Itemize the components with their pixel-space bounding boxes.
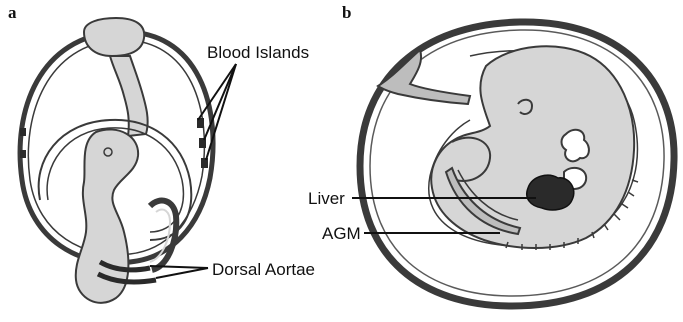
limb-bud xyxy=(562,130,589,162)
panel-b: b xyxy=(308,3,674,306)
panel-b-letter: b xyxy=(342,3,351,22)
liver-region xyxy=(527,175,574,210)
ectoplacental-cone xyxy=(84,18,144,56)
label-agm: AGM xyxy=(322,224,361,243)
pointer-line xyxy=(156,268,208,278)
blood-island-mark xyxy=(20,150,26,158)
blood-island-mark xyxy=(20,128,26,136)
label-blood-islands: Blood Islands xyxy=(207,43,309,62)
label-liver: Liver xyxy=(308,189,345,208)
panel-a-letter: a xyxy=(8,3,17,22)
panel-a: a Blood Islands Dorsal Aortae xyxy=(8,3,315,303)
label-dorsal-aortae: Dorsal Aortae xyxy=(212,260,315,279)
